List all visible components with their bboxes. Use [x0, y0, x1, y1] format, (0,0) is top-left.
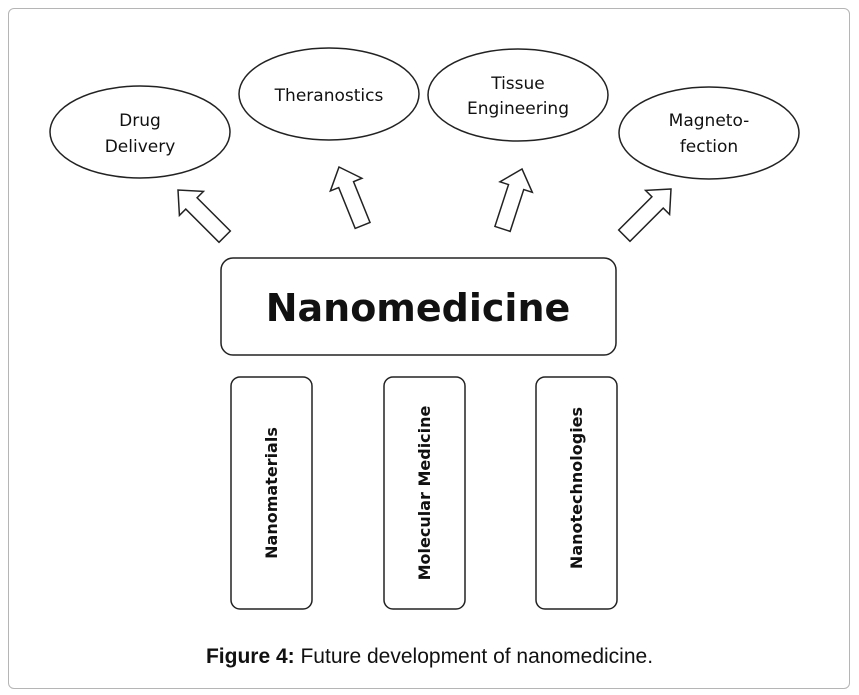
application-ellipse: [49, 85, 231, 179]
foundation-label: Nanomaterials: [262, 427, 281, 559]
foundation-nanotechnologies: Nanotechnologies: [535, 376, 618, 610]
application-label-line-2: Engineering: [467, 99, 569, 119]
foundation-box: [535, 376, 618, 610]
foundation-label: Molecular Medicine: [415, 405, 434, 580]
center-node: Nanomedicine: [220, 257, 617, 356]
application-label-line-1: Magneto-: [669, 111, 750, 131]
arrow-to-magnetofection: [617, 188, 672, 243]
foundation-molecular-medicine: Molecular Medicine: [383, 376, 466, 610]
application-theranostics: Theranostics: [238, 47, 420, 141]
arrow-to-theranostics: [329, 165, 371, 230]
foundation-box: [383, 376, 466, 610]
center-box: [220, 257, 617, 356]
arrow-up-icon: [177, 189, 232, 244]
caption-text: Future development of nanomedicine.: [294, 645, 654, 668]
arrow-up-icon: [493, 167, 534, 233]
arrow-up-icon: [617, 188, 672, 243]
arrow-to-tissue-engineering: [493, 167, 534, 233]
figure-caption: Figure 4: Future development of nanomedi…: [0, 645, 859, 669]
application-label-line-1: Theranostics: [274, 86, 384, 106]
application-label-line-2: Delivery: [105, 137, 176, 157]
arrow-to-drug-delivery: [177, 189, 232, 244]
application-ellipse: [427, 48, 609, 142]
application-label-line-1: Tissue: [490, 74, 545, 94]
caption-label: Figure 4:: [205, 645, 295, 668]
application-label-line-1: Drug: [119, 111, 161, 131]
application-ellipse: [618, 86, 800, 180]
application-magnetofection: Magneto- fection: [618, 86, 800, 180]
application-label-line-2: fection: [680, 137, 738, 157]
application-drug-delivery: Drug Delivery: [49, 85, 231, 179]
application-ellipse: [238, 47, 420, 141]
arrow-up-icon: [329, 165, 371, 230]
foundation-label: Nanotechnologies: [567, 407, 586, 569]
foundation-nanomaterials: Nanomaterials: [230, 376, 313, 610]
foundation-box: [230, 376, 313, 610]
application-tissue-engineering: Tissue Engineering: [427, 48, 609, 142]
center-label: Nanomedicine: [266, 286, 571, 330]
